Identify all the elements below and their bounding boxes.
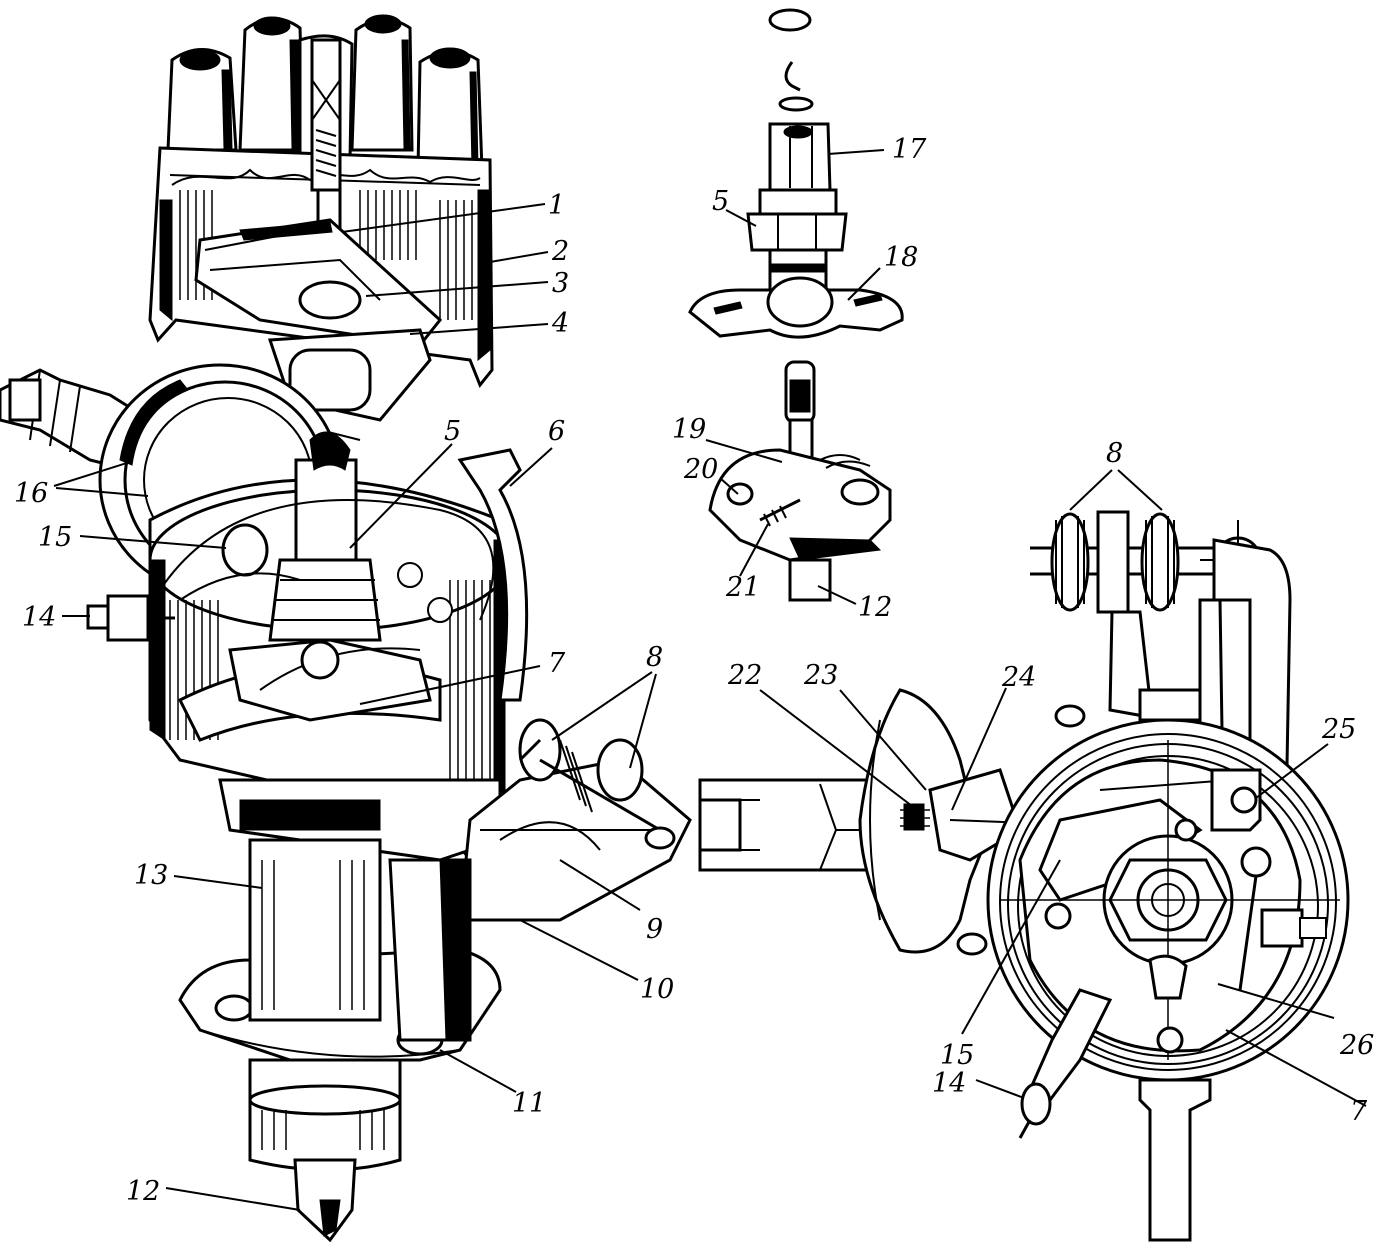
- label-14b: 14: [932, 1068, 966, 1099]
- leader-7b: [1225, 1029, 1367, 1107]
- label-9: 9: [646, 914, 663, 945]
- label-24: 24: [1001, 662, 1036, 693]
- label-21: 21: [725, 572, 760, 603]
- label-3: 3: [552, 268, 569, 299]
- leader-8a-2: [629, 673, 657, 769]
- leader-8b-2: [1117, 469, 1163, 511]
- leader-15b: [961, 859, 1061, 1035]
- cam-and-breaker-detail: [708, 360, 892, 602]
- label-10: 10: [640, 974, 674, 1005]
- leader-14b: [975, 1079, 1025, 1099]
- part-labels: 1 2 3 4 5 6 7 8 9 10 11 12 13 14 15 16 1…: [14, 134, 1374, 1207]
- leader-15a: [79, 535, 227, 549]
- label-8b: 8: [1106, 438, 1123, 469]
- leader-25: [1255, 743, 1329, 799]
- label-16: 16: [14, 478, 48, 509]
- leader-1: [341, 203, 546, 233]
- label-12a: 12: [126, 1176, 160, 1207]
- label-1: 1: [548, 190, 565, 221]
- label-4: 4: [551, 308, 569, 339]
- leader-2: [489, 251, 549, 263]
- leader-8a-1: [551, 671, 653, 741]
- leader-4: [409, 323, 549, 335]
- leader-9: [559, 859, 641, 911]
- leader-20: [719, 477, 739, 495]
- distributor-body: [148, 431, 512, 863]
- leader-23: [839, 689, 927, 791]
- octane-corrector: [458, 718, 692, 922]
- label-22: 22: [727, 660, 762, 691]
- leader-16-2: [55, 487, 149, 497]
- leader-22: [759, 689, 913, 807]
- leader-11: [439, 1049, 517, 1093]
- label-7a: 7: [548, 648, 566, 679]
- adjusting-screw-assembly: [688, 8, 904, 339]
- leader-13: [173, 875, 263, 889]
- label-23: 23: [803, 660, 838, 691]
- label-12b: 12: [858, 592, 892, 623]
- label-13: 13: [134, 860, 168, 891]
- leader-24: [951, 687, 1007, 811]
- terminal-screw-left: [86, 594, 175, 642]
- shank-housing: [248, 838, 472, 1042]
- label-14a: 14: [22, 602, 56, 633]
- leader-16-1: [53, 461, 131, 487]
- label-19: 19: [672, 414, 706, 445]
- label-8a: 8: [646, 642, 663, 673]
- drive-shaft: [248, 1058, 402, 1243]
- breaker-plate-top-view: [956, 704, 1350, 1242]
- label-26: 26: [1339, 1030, 1374, 1061]
- leader-26: [1217, 983, 1335, 1019]
- label-15b: 15: [940, 1040, 974, 1071]
- label-20: 20: [683, 454, 718, 485]
- label-18: 18: [884, 242, 918, 273]
- leader-10: [519, 919, 639, 981]
- label-17: 17: [892, 134, 927, 165]
- leader-12b: [817, 585, 857, 605]
- label-25: 25: [1321, 714, 1356, 745]
- leader-5b: [725, 209, 757, 227]
- leader-lines: [53, 149, 1367, 1211]
- label-7b: 7: [1350, 1096, 1368, 1127]
- label-5b: 5: [712, 186, 729, 217]
- leader-7a: [359, 665, 541, 705]
- leader-5a: [349, 443, 453, 549]
- label-2: 2: [551, 236, 569, 267]
- leader-18: [847, 267, 881, 301]
- terminal-clip: [457, 448, 529, 702]
- leader-3: [365, 281, 549, 297]
- leader-12a: [165, 1187, 301, 1211]
- leader-19: [705, 439, 783, 463]
- label-11: 11: [512, 1088, 546, 1119]
- leader-6: [509, 447, 553, 487]
- label-15a: 15: [38, 522, 72, 553]
- label-5a: 5: [444, 416, 461, 447]
- leader-17: [827, 149, 885, 155]
- label-6: 6: [548, 416, 565, 447]
- leader-8b-1: [1069, 469, 1113, 511]
- leader-21: [739, 523, 769, 577]
- octane-corrector-adjuster: [1030, 510, 1292, 822]
